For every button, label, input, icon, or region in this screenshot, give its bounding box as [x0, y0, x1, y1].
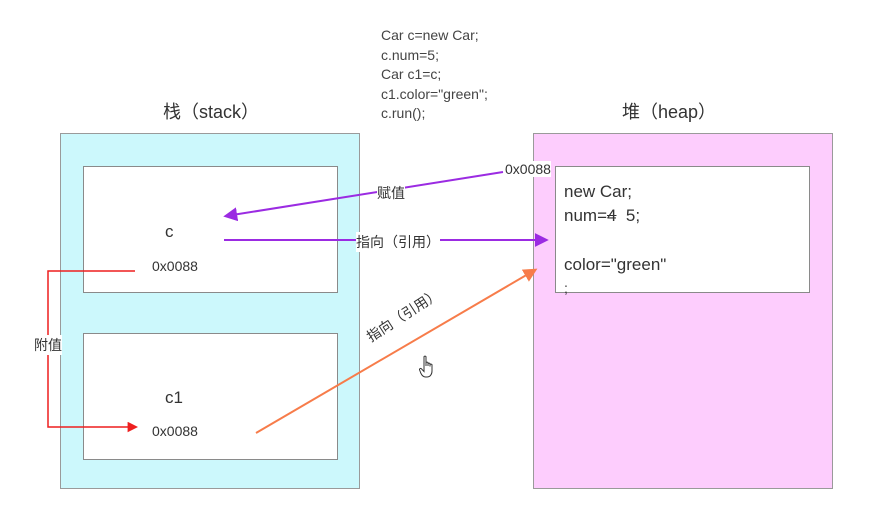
copy-value-label: 附值 — [34, 335, 62, 355]
variable-c1-address: 0x0088 — [152, 423, 198, 439]
variable-c1-box — [83, 333, 338, 460]
code-line: c.run(); — [381, 105, 426, 121]
variable-c-name: c — [165, 222, 174, 241]
variable-c1-name: c1 — [165, 388, 183, 407]
num-new-value: 5; — [616, 206, 641, 225]
assign-address-label: 0x0088 — [505, 161, 551, 177]
object-trailing: ; — [564, 280, 568, 296]
num-old-value: 4 — [607, 206, 617, 225]
code-line: c.num=5; — [381, 46, 439, 63]
object-color-field: color="green" — [564, 255, 667, 274]
object-num-field: num=4 5; — [564, 206, 640, 226]
assign-label: 赋值 — [377, 183, 405, 203]
reference-arrow-c1 — [255, 268, 538, 434]
code-line: c1.color="green"; — [381, 85, 488, 102]
car-object-box — [555, 166, 810, 293]
variable-c-address: 0x0088 — [152, 258, 198, 274]
code-snippet: Car c=new Car; c.num=5; Car c1=c; c1.col… — [381, 26, 488, 124]
stack-title: 栈（stack） — [163, 102, 260, 122]
hand-pointer-icon — [419, 355, 437, 384]
object-new-car: new Car; — [564, 182, 633, 201]
code-line: Car c1=c; — [381, 66, 442, 82]
variable-c-box — [83, 166, 338, 293]
assign-arrow — [223, 171, 504, 222]
heap-title: 堆（heap） — [622, 102, 717, 122]
reference-label-c: 指向（引用） — [356, 232, 440, 252]
num-prefix: num= — [564, 206, 607, 225]
code-line: Car c=new Car; — [381, 27, 479, 43]
